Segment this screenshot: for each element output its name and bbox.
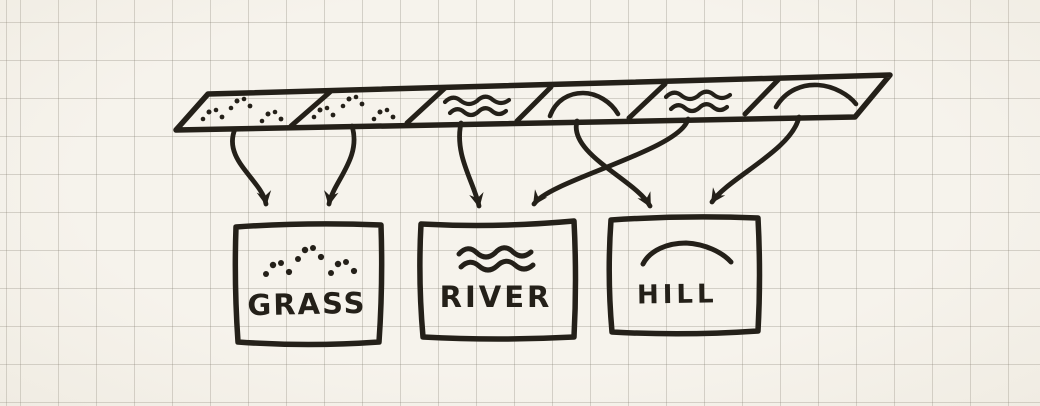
grass-box-label: GRASS [247,286,367,322]
hill-arc-icon [640,240,734,267]
river-box-outline [417,218,579,342]
arrow-tile6-to-hill [709,114,802,205]
grass-dots-icon [263,245,358,277]
grass-box: GRASS [232,221,385,348]
arrow-tile2-to-grass [324,123,357,207]
tile-strip [173,72,893,133]
tile-divider [742,77,781,117]
grass-dots-icon [311,94,396,122]
arrow-tile1-to-grass [230,126,272,207]
tile-divider [514,84,554,124]
arrow-tile5-to-river [531,116,691,207]
river-box-label: RIVER [440,280,553,314]
tile-strip-outline [173,72,893,133]
tile-divider [626,81,668,121]
hill-arc-icon [773,82,859,110]
hill-arc-icon [547,90,621,119]
hill-box: HILL [606,214,763,337]
arrow-tile3-to-river [457,120,484,209]
river-box: RIVER [417,218,579,342]
river-waves-icon [663,89,733,114]
river-waves-icon [442,94,512,118]
tile-divider [288,89,333,129]
grass-box-outline [232,221,385,348]
grass-dots-icon [200,96,284,124]
hill-box-label: HILL [637,279,718,310]
tile-divider [404,85,448,126]
arrows [230,114,802,209]
hill-box-outline [606,214,763,337]
river-waves-icon [456,245,536,273]
